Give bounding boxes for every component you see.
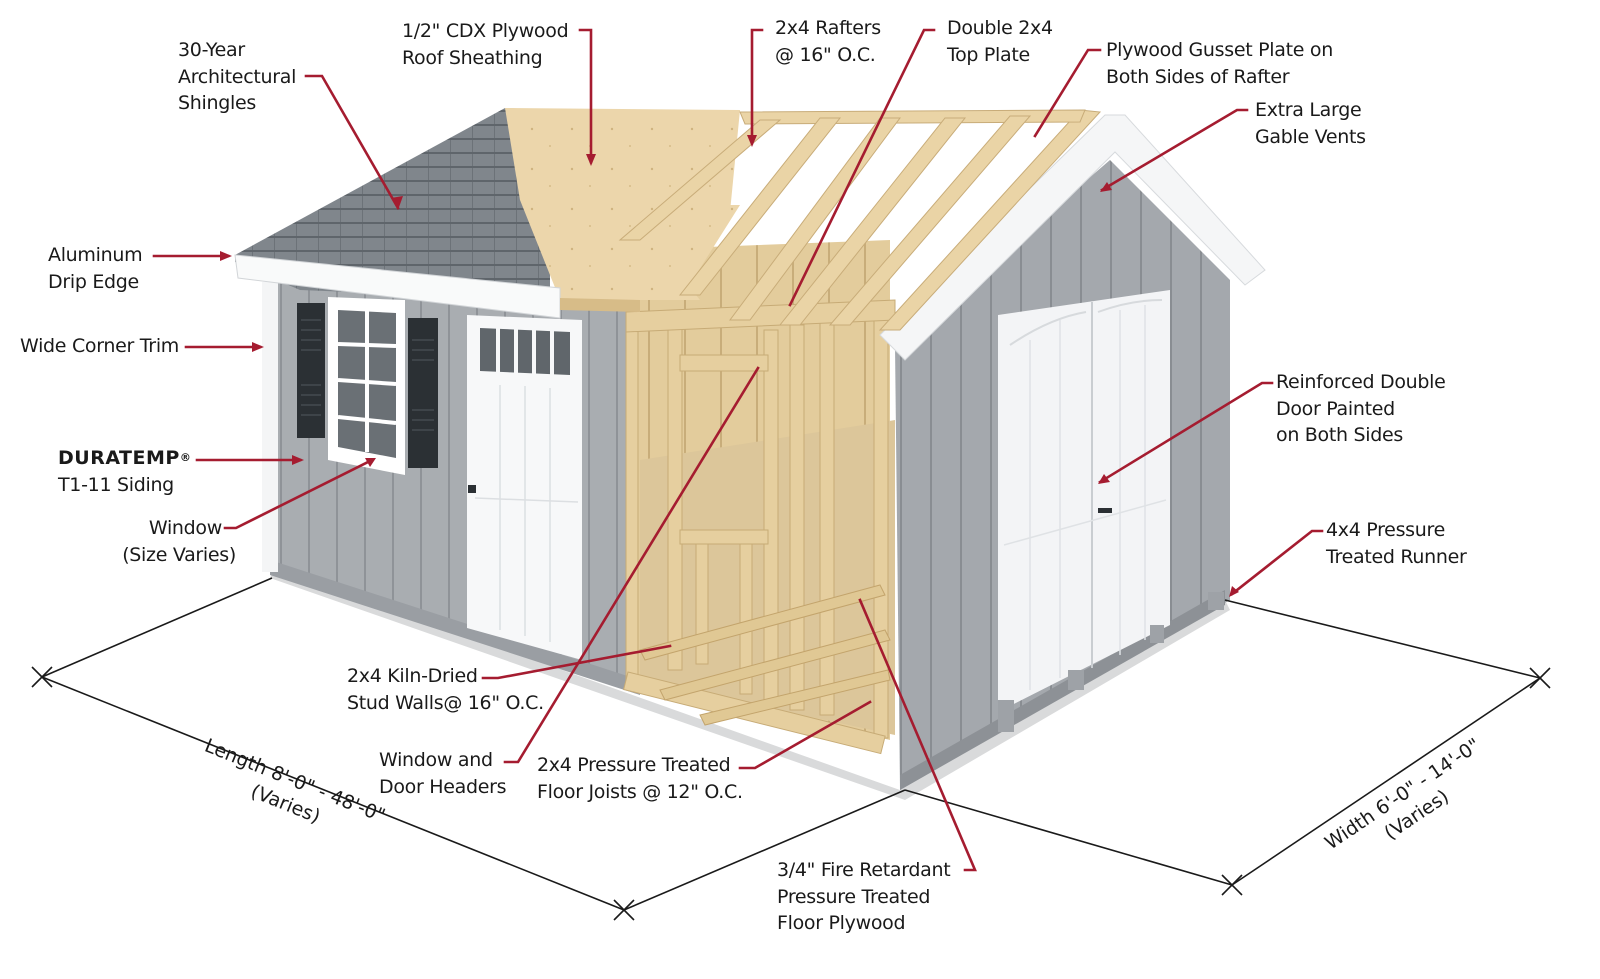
label-siding: DURATEMP® T1-11 Siding xyxy=(58,445,191,498)
label-line: Wide Corner Trim xyxy=(20,335,180,357)
registered-mark: ® xyxy=(179,451,192,464)
label-headers: Window and Door Headers xyxy=(379,747,507,800)
label-gusset-plate: Plywood Gusset Plate on Both Sides of Ra… xyxy=(1106,37,1333,90)
roof-rafters xyxy=(618,109,1102,331)
dimension-lines xyxy=(31,577,1551,921)
label-line: 2x4 Pressure Treated xyxy=(537,754,731,776)
label-line: Extra Large xyxy=(1255,99,1362,121)
label-line: Aluminum xyxy=(48,244,143,266)
label-line: Drip Edge xyxy=(48,270,139,293)
label-line: Floor Joists @ 12" O.C. xyxy=(537,780,743,803)
label-floor-plywood: 3/4" Fire Retardant Pressure Treated Flo… xyxy=(777,857,951,937)
label-line: Both Sides of Rafter xyxy=(1106,65,1290,88)
label-line: on Both Sides xyxy=(1276,424,1403,446)
label-rafters: 2x4 Rafters @ 16" O.C. xyxy=(775,15,881,68)
siding-brand: DURATEMP® xyxy=(58,445,191,472)
label-line: 30-Year xyxy=(178,39,245,61)
label-line: Pressure Treated xyxy=(777,885,931,908)
label-line: @ 16" O.C. xyxy=(775,43,876,66)
label-line: 3/4" Fire Retardant xyxy=(777,859,951,881)
label-line: 2x4 Kiln-Dried xyxy=(347,665,478,687)
label-double-door: Reinforced Double Door Painted on Both S… xyxy=(1276,369,1446,449)
label-line: Shingles xyxy=(178,92,256,114)
label-line: Treated Runner xyxy=(1326,545,1467,568)
label-window: Window (Size Varies) xyxy=(112,515,236,568)
label-line: Plywood Gusset Plate on xyxy=(1106,39,1333,61)
roof-shingles xyxy=(235,108,550,300)
label-line: 1/2" CDX Plywood xyxy=(402,20,569,42)
callout-leaders xyxy=(152,28,1324,872)
label-line: Double 2x4 xyxy=(947,17,1053,39)
label-corner-trim: Wide Corner Trim xyxy=(20,333,179,360)
double-door xyxy=(998,290,1170,712)
label-line: Window and xyxy=(379,749,493,771)
label-line: T1-11 Siding xyxy=(58,473,174,496)
label-gable-vents: Extra Large Gable Vents xyxy=(1255,97,1366,150)
label-roof-sheathing: 1/2" CDX Plywood Roof Sheathing xyxy=(402,18,569,71)
label-line: Door Painted xyxy=(1276,397,1395,420)
label-line: Door Headers xyxy=(379,775,507,798)
label-line: Reinforced Double xyxy=(1276,371,1446,393)
label-shingles: 30-Year Architectural Shingles xyxy=(178,37,296,117)
label-line: Architectural xyxy=(178,65,297,88)
label-line: Floor Plywood xyxy=(777,912,906,934)
label-line: Top Plate xyxy=(947,43,1030,66)
drip-edge xyxy=(234,254,561,319)
label-runner: 4x4 Pressure Treated Runner xyxy=(1326,517,1467,570)
label-line: Stud Walls@ 16" O.C. xyxy=(347,691,544,714)
label-line: (Size Varies) xyxy=(122,543,236,566)
label-line: 4x4 Pressure xyxy=(1326,519,1445,541)
left-shutter xyxy=(297,303,325,438)
label-drip-edge: Aluminum Drip Edge xyxy=(48,242,143,295)
label-line: Window xyxy=(148,517,222,539)
label-top-plate: Double 2x4 Top Plate xyxy=(947,15,1053,68)
callout-arrowheads xyxy=(220,135,1239,597)
gable-trim xyxy=(879,114,1266,361)
right-shutter xyxy=(408,318,438,468)
label-line: 2x4 Rafters xyxy=(775,17,881,39)
label-line: Gable Vents xyxy=(1255,125,1366,148)
corner-trim xyxy=(262,282,278,572)
brand-name: DURATEMP xyxy=(58,447,180,469)
label-stud-walls: 2x4 Kiln-Dried Stud Walls@ 16" O.C. xyxy=(347,663,544,716)
label-line: Roof Sheathing xyxy=(402,46,543,69)
label-floor-joists: 2x4 Pressure Treated Floor Joists @ 12" … xyxy=(537,752,743,805)
